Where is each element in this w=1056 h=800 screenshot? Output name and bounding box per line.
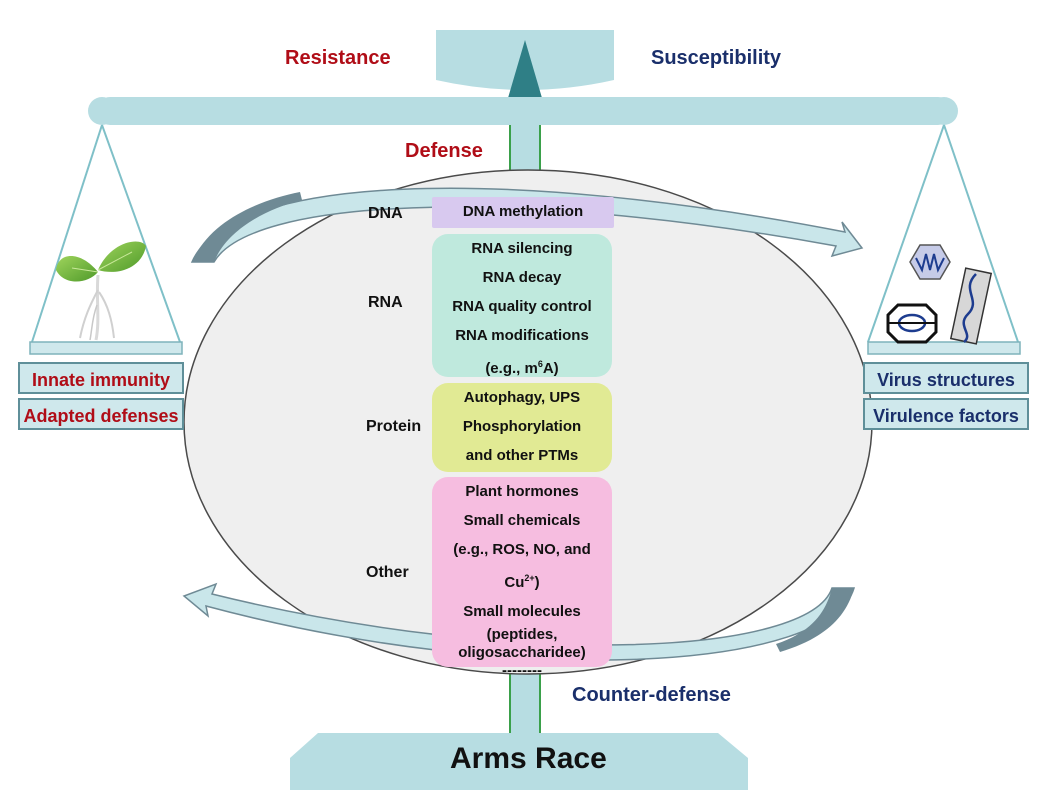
protein-box-line: Autophagy, UPS <box>463 389 581 406</box>
dna-box: DNA methylation <box>432 197 614 228</box>
counter-defense-label: Counter-defense <box>572 684 731 706</box>
virus-structures-label: Virus structures <box>863 362 1029 394</box>
right-pan-string <box>867 124 945 343</box>
rna-box-line: RNA modifications <box>455 327 589 344</box>
protein-box-line: Phosphorylation <box>462 418 582 435</box>
other-box-line: Small molecules <box>463 603 581 620</box>
scale-pointer <box>508 40 542 98</box>
left-pan-string <box>101 124 181 343</box>
rna-box-line-m6a: (e.g., m6A) <box>485 359 559 377</box>
resistance-label: Resistance <box>285 47 391 69</box>
category-rna: RNA <box>368 294 403 311</box>
defense-label: Defense <box>405 140 483 162</box>
other-box-line: Plant hormones <box>465 483 579 500</box>
other-box-line: Small chemicals <box>463 512 581 529</box>
other-box-line: (e.g., ROS, NO, and <box>453 541 591 558</box>
other-box-line: oligosaccharidee) <box>458 644 586 661</box>
rna-box-line: RNA quality control <box>452 298 592 315</box>
rna-box: RNA silencing RNA decay RNA quality cont… <box>432 234 612 377</box>
hexagon-virus-icon <box>909 244 951 280</box>
dna-box-line: DNA methylation <box>462 203 584 220</box>
right-pan <box>867 341 1021 355</box>
rna-box-line: RNA decay <box>482 269 562 286</box>
octagon-virus-icon <box>886 303 938 344</box>
other-box-line: (peptides, <box>486 626 558 643</box>
seedling-icon <box>56 241 146 341</box>
right-pan-string <box>943 124 1019 343</box>
other-box-line: -------- <box>502 662 542 679</box>
arms-race-title: Arms Race <box>450 742 607 775</box>
susceptibility-label: Susceptibility <box>651 47 782 69</box>
category-other: Other <box>366 564 409 581</box>
left-pan <box>29 341 183 355</box>
scale-base <box>290 733 748 790</box>
left-pan-string <box>31 124 103 343</box>
scale-beam <box>96 97 952 125</box>
adapted-defenses-label: Adapted defenses <box>18 398 184 430</box>
protein-box-line: and other PTMs <box>465 447 579 464</box>
innate-immunity-label: Innate immunity <box>18 362 184 394</box>
other-box: Plant hormones Small chemicals (e.g., RO… <box>432 477 612 679</box>
protein-box: Autophagy, UPS Phosphorylation and other… <box>432 383 612 472</box>
rna-box-line: RNA silencing <box>471 240 573 257</box>
top-curved-arrow <box>190 187 864 263</box>
category-dna: DNA <box>368 205 403 222</box>
rod-virus-icon <box>949 267 993 345</box>
category-protein: Protein <box>366 418 422 435</box>
virulence-factors-label: Virulence factors <box>863 398 1029 430</box>
other-box-line-cu: Cu2+) <box>504 573 540 591</box>
